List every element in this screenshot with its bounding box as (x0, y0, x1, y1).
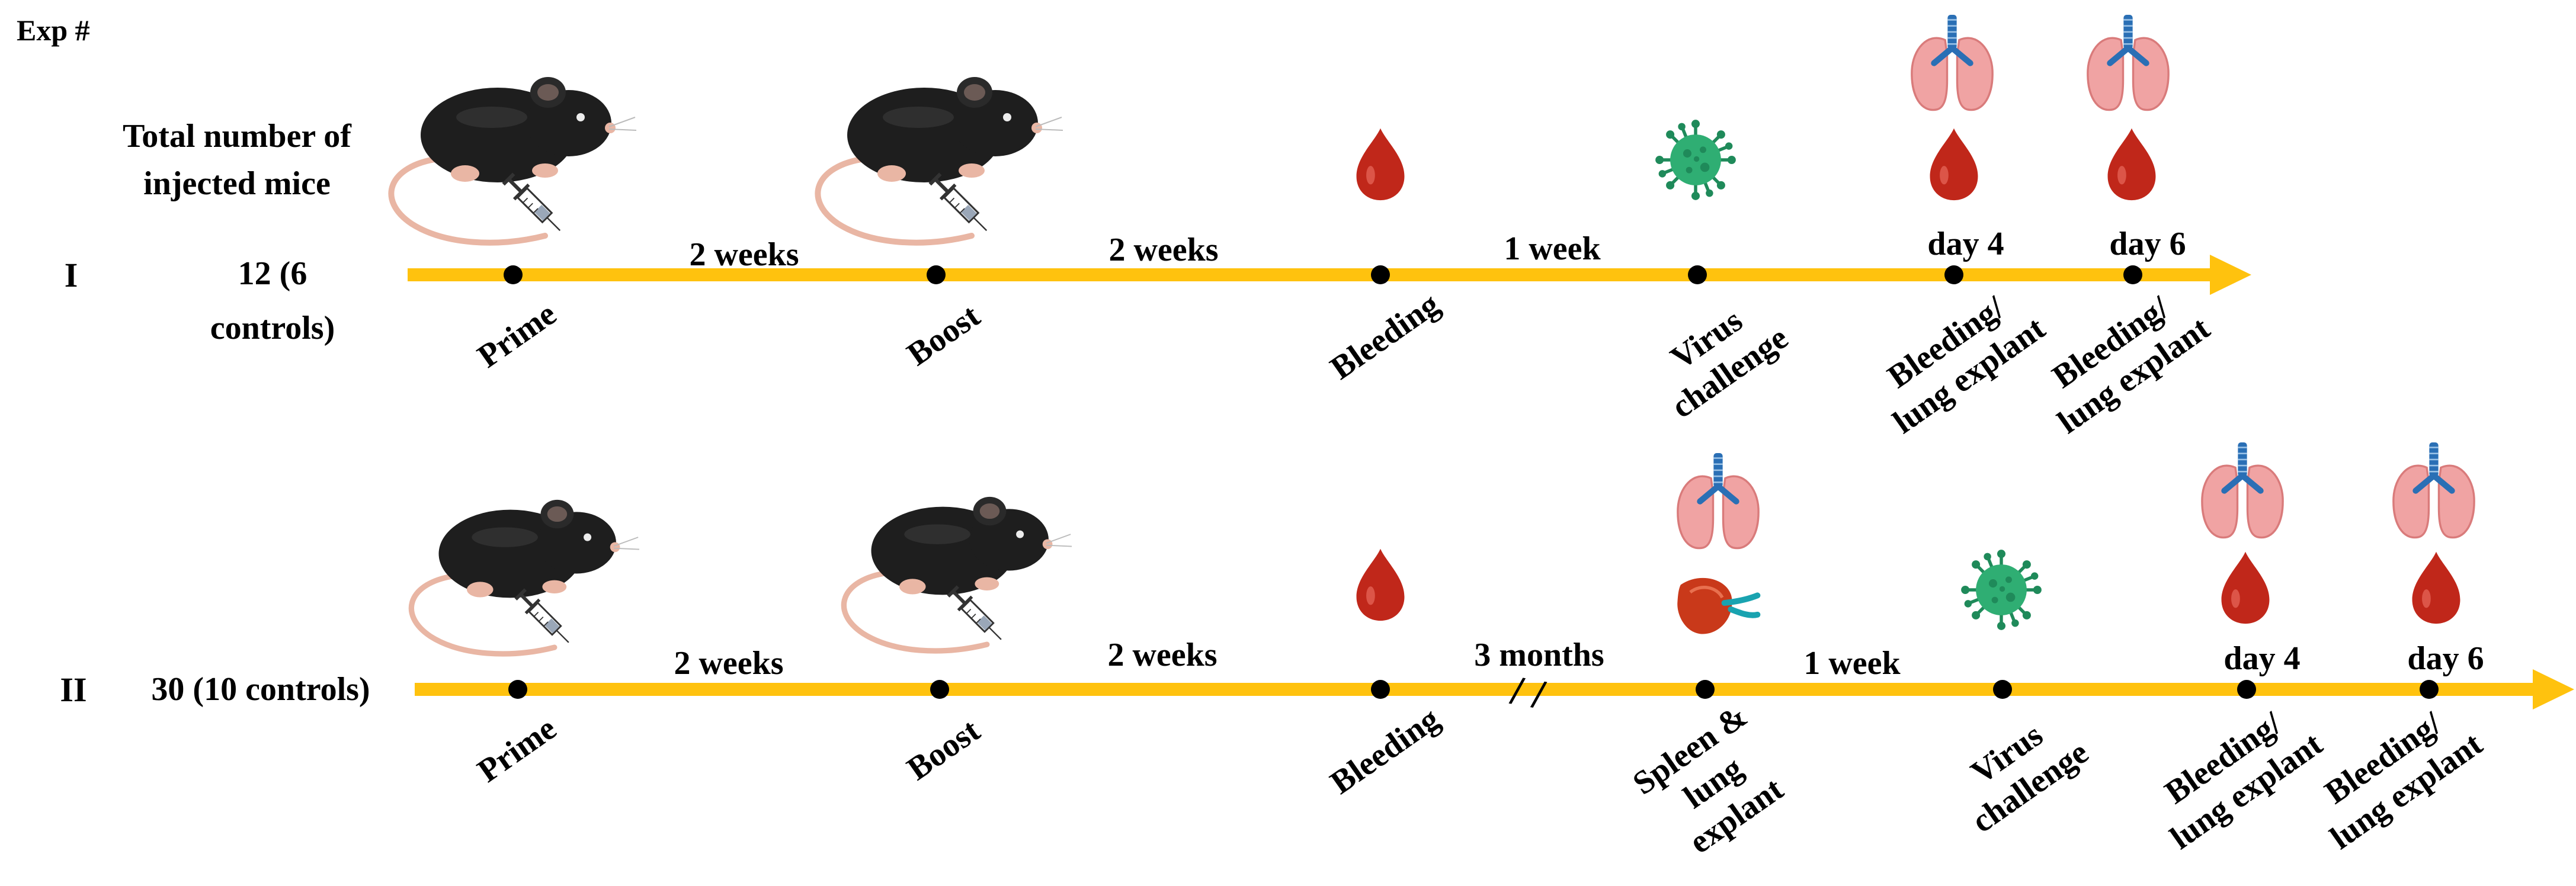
lungs-icon (1678, 453, 1758, 548)
timeline-event: Bleeding (1324, 548, 1446, 801)
event-label: Boost (901, 712, 986, 788)
timeline-dot (1993, 680, 2012, 699)
timeline-dot (2237, 680, 2256, 699)
event-label: Bleeding (1324, 286, 1446, 387)
interval-label: 2 weeks (689, 236, 799, 273)
event-label-line: Prime (471, 296, 563, 375)
timeline-dot (1371, 265, 1390, 284)
timeline-bar (415, 683, 2545, 696)
interval-label: 1 week (1803, 645, 1901, 682)
interval-label: 2 weeks (674, 645, 783, 682)
injected-mice-count: controls) (210, 310, 335, 346)
spleen-icon (1677, 578, 1757, 634)
lungs-icon (1912, 15, 1992, 110)
blood-drop-icon (1356, 548, 1405, 621)
timeline-event: Prime (391, 77, 636, 375)
day-label: day 6 (2109, 226, 2186, 262)
event-label: Prime (471, 710, 563, 790)
interval-label: 1 week (1504, 230, 1601, 267)
injected-mice-count: 12 (6 (238, 255, 307, 292)
event-label: Boost (901, 297, 986, 373)
blood-drop-icon (2412, 551, 2460, 624)
event-label: Bleeding/lung explant (2158, 705, 2329, 857)
timeline-dot (1944, 265, 1963, 284)
timeline-dot (1696, 680, 1715, 699)
event-label-line: Bleeding (1324, 286, 1446, 387)
experiment-id: I (65, 256, 78, 294)
timeline-event: Prime (411, 500, 639, 789)
timeline-dot (927, 265, 946, 284)
event-label: Bleeding/lung explant (2318, 705, 2489, 857)
event-label-line: Prime (471, 710, 563, 790)
mouse-icon (818, 77, 1063, 243)
mouse-icon (844, 497, 1072, 651)
event-label: Bleeding/lung explant (1881, 289, 2052, 441)
timeline-bar (408, 268, 2222, 281)
virus-icon (1655, 120, 1736, 200)
lungs-icon (2202, 442, 2283, 538)
event-label-line: Boost (901, 712, 986, 788)
experiment-id: II (60, 670, 86, 709)
interval-label: 3 months (1474, 637, 1604, 673)
timeline-event: Boost (844, 497, 1072, 788)
exp-number-header: Exp # (17, 14, 90, 47)
timeline-event: Bleeding (1324, 128, 1446, 387)
syringe-icon (925, 169, 995, 239)
timeline-dot (2420, 680, 2439, 699)
blood-drop-icon (1930, 128, 1978, 201)
timeline-event: Boost (818, 77, 1063, 373)
interval-label: 2 weeks (1108, 232, 1218, 268)
lungs-icon (2394, 442, 2474, 538)
timeline-dot (1371, 680, 1390, 699)
virus-icon (1961, 550, 2042, 630)
blood-drop-icon (2221, 551, 2270, 624)
syringe-icon (499, 169, 569, 239)
event-label-line: Boost (901, 297, 986, 373)
total-mice-header: injected mice (143, 165, 331, 202)
lungs-icon (2088, 15, 2168, 110)
syringe-icon (511, 585, 576, 650)
event-label: Prime (471, 296, 563, 375)
timeline-arrowhead (2533, 669, 2574, 710)
interval-label: 2 weeks (1107, 637, 1217, 673)
day-label: day 6 (2407, 640, 2484, 677)
event-label: Bleeding (1324, 701, 1446, 801)
timeline-dot (2123, 265, 2142, 284)
timeline-dot (930, 680, 949, 699)
event-label: Bleeding/lung explant (2046, 289, 2216, 441)
blood-drop-icon (2107, 128, 2156, 201)
timeline-dot (1688, 265, 1707, 284)
timeline-break-mark: / / (1507, 667, 1549, 718)
syringe-icon (944, 582, 1009, 647)
day-label: day 4 (2223, 640, 2300, 677)
blood-drop-icon (1356, 128, 1405, 201)
total-mice-header: Total number of (123, 118, 352, 155)
day-label: day 4 (1927, 226, 2004, 262)
mouse-icon (391, 77, 636, 243)
event-label-line: Bleeding (1324, 701, 1446, 801)
timeline-dot (504, 265, 523, 284)
mouse-icon (411, 500, 639, 654)
injected-mice-count: 30 (10 controls) (151, 671, 370, 708)
timeline-arrowhead (2210, 255, 2251, 295)
timeline-dot (508, 680, 527, 699)
